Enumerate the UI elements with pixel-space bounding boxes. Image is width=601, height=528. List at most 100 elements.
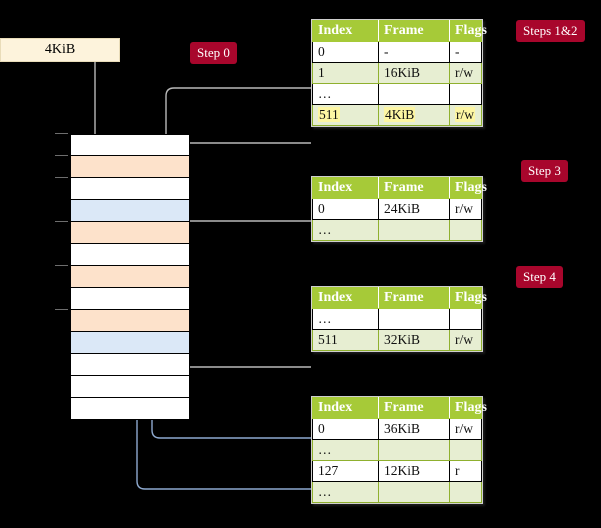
memory-frame-6 — [70, 266, 190, 288]
cell-index: 511 — [312, 329, 379, 351]
memory-frame-7 — [70, 288, 190, 310]
memory-frame-1 — [70, 156, 190, 178]
table-row: 511 4KiB r/w — [312, 104, 482, 126]
memory-frame-0 — [70, 134, 190, 156]
cell-flags — [449, 83, 482, 105]
table-row: 0-- — [312, 41, 482, 63]
tick-2 — [55, 177, 71, 200]
tick-1 — [55, 155, 71, 178]
memory-frame-12 — [70, 398, 190, 420]
cell-frame — [378, 83, 450, 105]
column-header-frame: Frame — [378, 397, 450, 419]
physical-memory-frames — [70, 134, 190, 420]
cell-frame: 24KiB — [378, 198, 450, 220]
highlighted-value: 4KiB — [384, 107, 416, 122]
memory-tick-marks — [55, 133, 71, 420]
column-header-flags: Flags — [449, 397, 487, 419]
column-header-flags: Flags — [449, 177, 487, 199]
memory-frame-2 — [70, 178, 190, 200]
column-header-frame: Frame — [378, 177, 450, 199]
column-header-index: Index — [312, 20, 379, 42]
column-header-flags: Flags — [449, 287, 487, 309]
cell-flags: r — [449, 460, 482, 482]
cell-flags — [449, 439, 482, 461]
tick-7 — [55, 288, 71, 310]
tick-9 — [55, 332, 71, 354]
cell-flags — [449, 219, 482, 241]
cell-frame — [378, 439, 450, 461]
cell-index: … — [312, 481, 379, 503]
cell-frame — [378, 219, 450, 241]
tick-0 — [55, 133, 71, 156]
tick-5 — [55, 244, 71, 266]
cell-index: 0 — [312, 41, 379, 63]
memory-frame-3 — [70, 200, 190, 222]
cell-frame: - — [378, 41, 450, 63]
highlighted-value: r/w — [455, 107, 475, 122]
cell-index: … — [312, 83, 379, 105]
cell-index: … — [312, 219, 379, 241]
badge-step-4: Step 4 — [516, 266, 563, 288]
cell-frame: 12KiB — [378, 460, 450, 482]
virtual-page-label: 4KiB — [44, 42, 76, 57]
cell-frame: 32KiB — [378, 329, 450, 351]
cell-flags: r/w — [449, 62, 482, 84]
memory-frame-11 — [70, 376, 190, 398]
cell-frame: 36KiB — [378, 418, 450, 440]
badge-step-0: Step 0 — [190, 42, 237, 64]
badge-steps-1-2: Steps 1&2 — [516, 20, 585, 42]
cell-index: … — [312, 439, 379, 461]
cell-index: … — [312, 308, 379, 330]
cell-flags: r/w — [449, 329, 482, 351]
column-header-frame: Frame — [378, 20, 450, 42]
tick-10 — [55, 354, 71, 376]
memory-frame-9 — [70, 332, 190, 354]
tick-6 — [55, 265, 71, 288]
memory-frame-4 — [70, 222, 190, 244]
virtual-page-box: 4KiB — [0, 38, 120, 62]
cell-index: 0 — [312, 418, 379, 440]
table-row: … — [312, 308, 482, 330]
tick-12 — [55, 398, 71, 420]
cell-index: 127 — [312, 460, 379, 482]
column-header-frame: Frame — [378, 287, 450, 309]
tick-4 — [55, 221, 71, 244]
table-row: … — [312, 481, 482, 503]
tick-3 — [55, 200, 71, 222]
badge-step-3: Step 3 — [521, 160, 568, 182]
cell-flags: r/w — [449, 418, 482, 440]
column-header-index: Index — [312, 177, 379, 199]
cell-frame — [378, 481, 450, 503]
table-row: … — [312, 219, 482, 241]
cell-flags: r/w — [449, 104, 482, 126]
tick-8 — [55, 309, 71, 332]
cell-frame: 16KiB — [378, 62, 450, 84]
cell-frame: 4KiB — [378, 104, 450, 126]
table-row: … — [312, 83, 482, 105]
cell-frame — [378, 308, 450, 330]
cell-index: 511 — [312, 104, 379, 126]
cell-flags: - — [449, 41, 482, 63]
column-header-index: Index — [312, 287, 379, 309]
highlighted-value: 511 — [318, 107, 340, 122]
cell-flags — [449, 308, 482, 330]
memory-frame-5 — [70, 244, 190, 266]
tick-11 — [55, 376, 71, 398]
column-header-flags: Flags — [449, 20, 487, 42]
cell-index: 0 — [312, 198, 379, 220]
table-row: … — [312, 439, 482, 461]
memory-frame-10 — [70, 354, 190, 376]
memory-frame-8 — [70, 310, 190, 332]
cell-flags: r/w — [449, 198, 482, 220]
cell-index: 1 — [312, 62, 379, 84]
